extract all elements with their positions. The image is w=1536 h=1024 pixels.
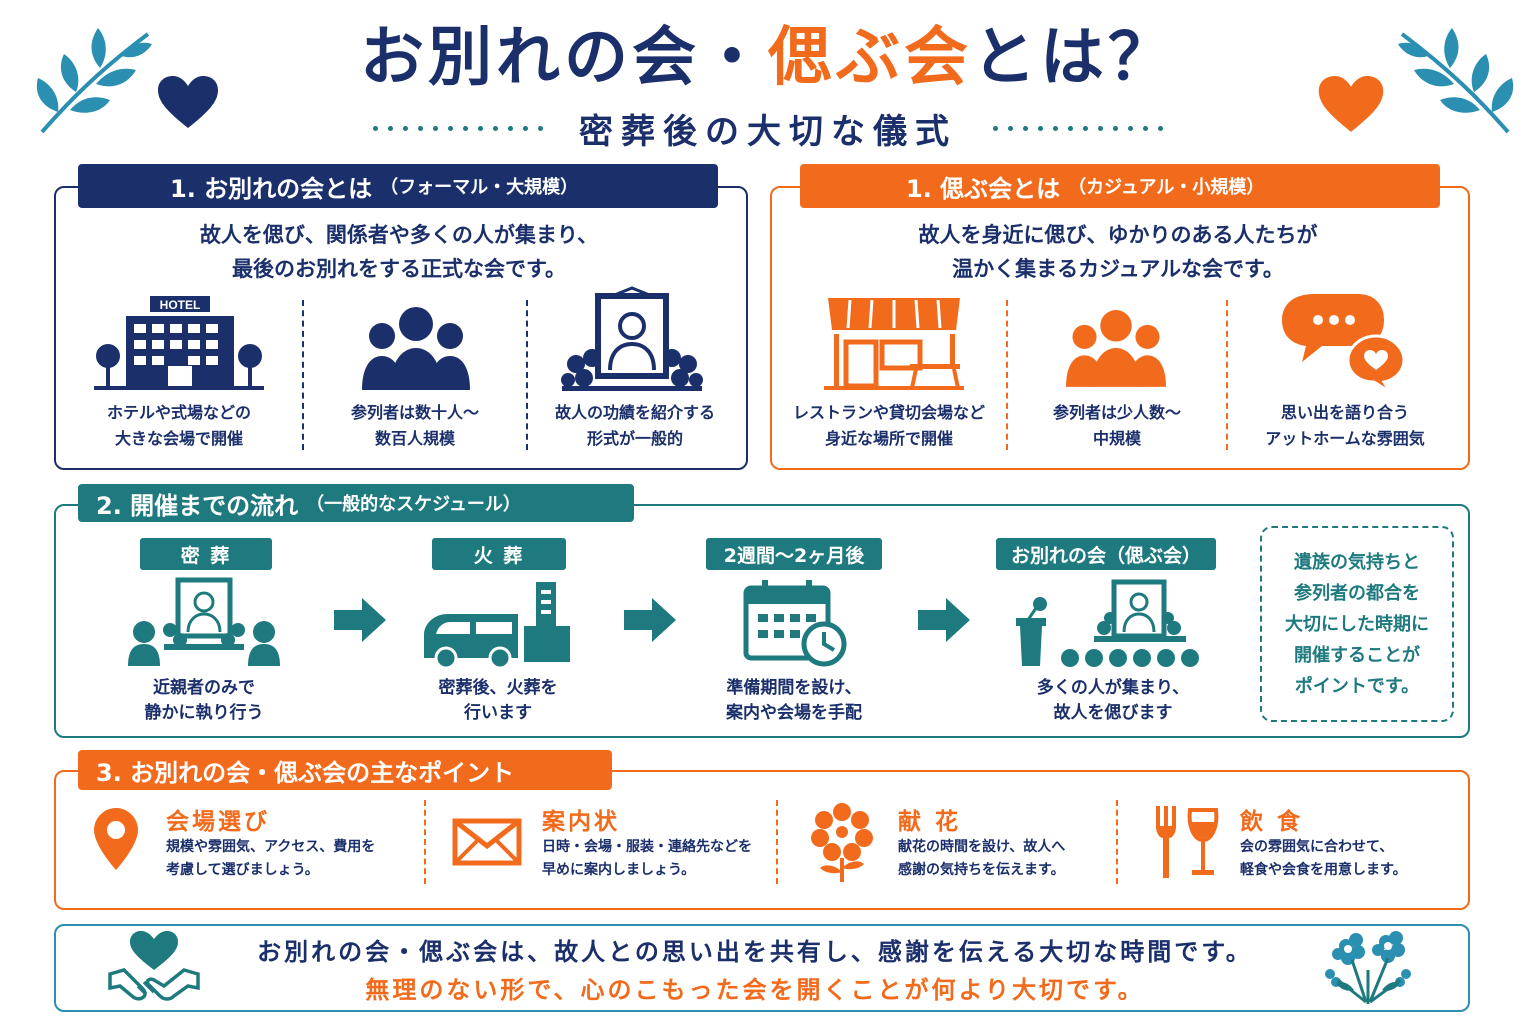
schedule-note: 遺族の気持ちと参列者の都合を大切にした時期に開催することがポイントです。 — [1260, 526, 1454, 722]
memorial-feature-venue: レストランや貸切会場など身近な場所で開催 — [792, 403, 985, 448]
small-group-icon — [1066, 310, 1166, 387]
envelope-icon — [452, 818, 522, 866]
memorial-lead: 故人を身近に偲び、ゆかりのある人たちが温かく集まるカジュアルな会です。 — [918, 223, 1318, 281]
point-title-venue: 会場選び — [166, 809, 270, 835]
fork-wine-icon — [1156, 806, 1219, 878]
page-title: お別れの会・偲ぶ会とは？ — [360, 21, 1176, 95]
divider — [776, 800, 778, 884]
farewell-feature-venue: ホテルや式場などの大きな会場で開催 — [106, 403, 251, 448]
points-section-tab: 3. お別れの会・偲ぶ会の主なポイント — [78, 750, 612, 790]
point-title-flowers: 献 花 — [898, 809, 962, 835]
flower-icon — [811, 803, 873, 882]
summary-line-2: 無理のない形で、心のこもった会を開くことが何より大切です。 — [365, 976, 1145, 1004]
chat-bubbles-icon — [1282, 294, 1406, 394]
divider — [1226, 300, 1228, 450]
point-desc-flowers: 献花の時間を設け、故人へ感謝の気持ちを伝えます。 — [898, 839, 1066, 878]
point-title-invitation: 案内状 — [542, 809, 620, 835]
farewell-lead: 故人を偲び、関係者や多くの人が集まり、最後のお別れをする正式な会です。 — [199, 223, 599, 281]
farewell-section-tab: 1. お別れの会とは（フォーマル・大規模） — [78, 164, 718, 208]
people-group-icon — [362, 307, 470, 390]
location-pin-icon — [94, 808, 138, 870]
heart-left-icon — [158, 76, 218, 128]
calendar-clock-icon — [743, 580, 847, 667]
point-desc-invitation: 日時・会場・服装・連絡先などを早めに案内しましょう。 — [542, 839, 752, 878]
heart-handshake-icon — [108, 931, 200, 1001]
heart-right-icon — [1318, 76, 1384, 132]
page-subtitle: 密葬後の大切な儀式 — [579, 112, 957, 152]
divider — [424, 800, 426, 884]
memorial-portrait-icon — [561, 286, 703, 391]
step-caption-ceremony: 多くの人が集まり、故人を偲びます — [1036, 678, 1190, 723]
point-desc-venue: 規模や雰囲気、アクセス、費用を考慮して選びましょう。 — [166, 839, 376, 878]
restaurant-icon — [824, 298, 964, 390]
divider — [1006, 300, 1008, 450]
farewell-feature-scale: 参列者は数十人〜数百人規模 — [350, 403, 479, 448]
memorial-feature-scale: 参列者は少人数〜中規模 — [1052, 403, 1181, 448]
divider-dots-right — [993, 126, 1163, 131]
step-label-private-funeral: 密 葬 — [140, 538, 272, 570]
point-title-catering: 飲 食 — [1240, 809, 1304, 835]
arrow-right-icon — [624, 598, 676, 642]
step-label-preparation: 2週間〜2ヶ月後 — [706, 538, 882, 570]
hearse-icon — [424, 582, 570, 670]
memorial-section-tab: 1. 偲ぶ会とは（カジュアル・小規模） — [800, 164, 1440, 208]
divider — [526, 300, 528, 450]
hotel-icon: HOTEL — [94, 296, 264, 390]
summary-line-1: お別れの会・偲ぶ会は、故人との思い出を共有し、感謝を伝える大切な時間です。 — [257, 938, 1253, 966]
farewell-feature-format: 故人の功績を紹介する形式が一般的 — [554, 403, 715, 448]
ceremony-icon — [1016, 579, 1199, 667]
hotel-sign: HOTEL — [160, 298, 201, 312]
step-caption-private-funeral: 近親者のみで静かに執り行う — [144, 678, 264, 723]
points-section — [54, 770, 1470, 910]
memorial-feature-atmosphere: 思い出を語り合うアットホームな雰囲気 — [1265, 403, 1425, 448]
divider — [1116, 800, 1118, 884]
flower-bouquet-icon — [1325, 931, 1411, 1004]
step-label-ceremony: お別れの会（偲ぶ会） — [996, 538, 1216, 570]
subtitle-row: 密葬後の大切な儀式 — [0, 104, 1536, 153]
leaf-branch-right-icon — [1398, 28, 1514, 134]
arrow-right-icon — [918, 598, 970, 642]
divider-dots-left — [373, 126, 543, 131]
leaf-branch-left-icon — [36, 28, 152, 134]
page-title-accent: 偲ぶ会 — [768, 21, 972, 95]
point-desc-catering: 会の雰囲気に合わせて、軽食や会食を用意します。 — [1240, 839, 1407, 878]
step-caption-cremation: 密葬後、火葬を行います — [438, 678, 558, 723]
step-caption-preparation: 準備期間を設け、案内や会場を手配 — [726, 678, 862, 723]
summary-footer — [54, 924, 1470, 1012]
private-funeral-icon — [128, 577, 280, 666]
arrow-right-icon — [334, 598, 386, 642]
schedule-section-tab: 2. 開催までの流れ（一般的なスケジュール） — [78, 484, 634, 522]
divider — [302, 300, 304, 450]
step-label-cremation: 火 葬 — [432, 538, 566, 570]
